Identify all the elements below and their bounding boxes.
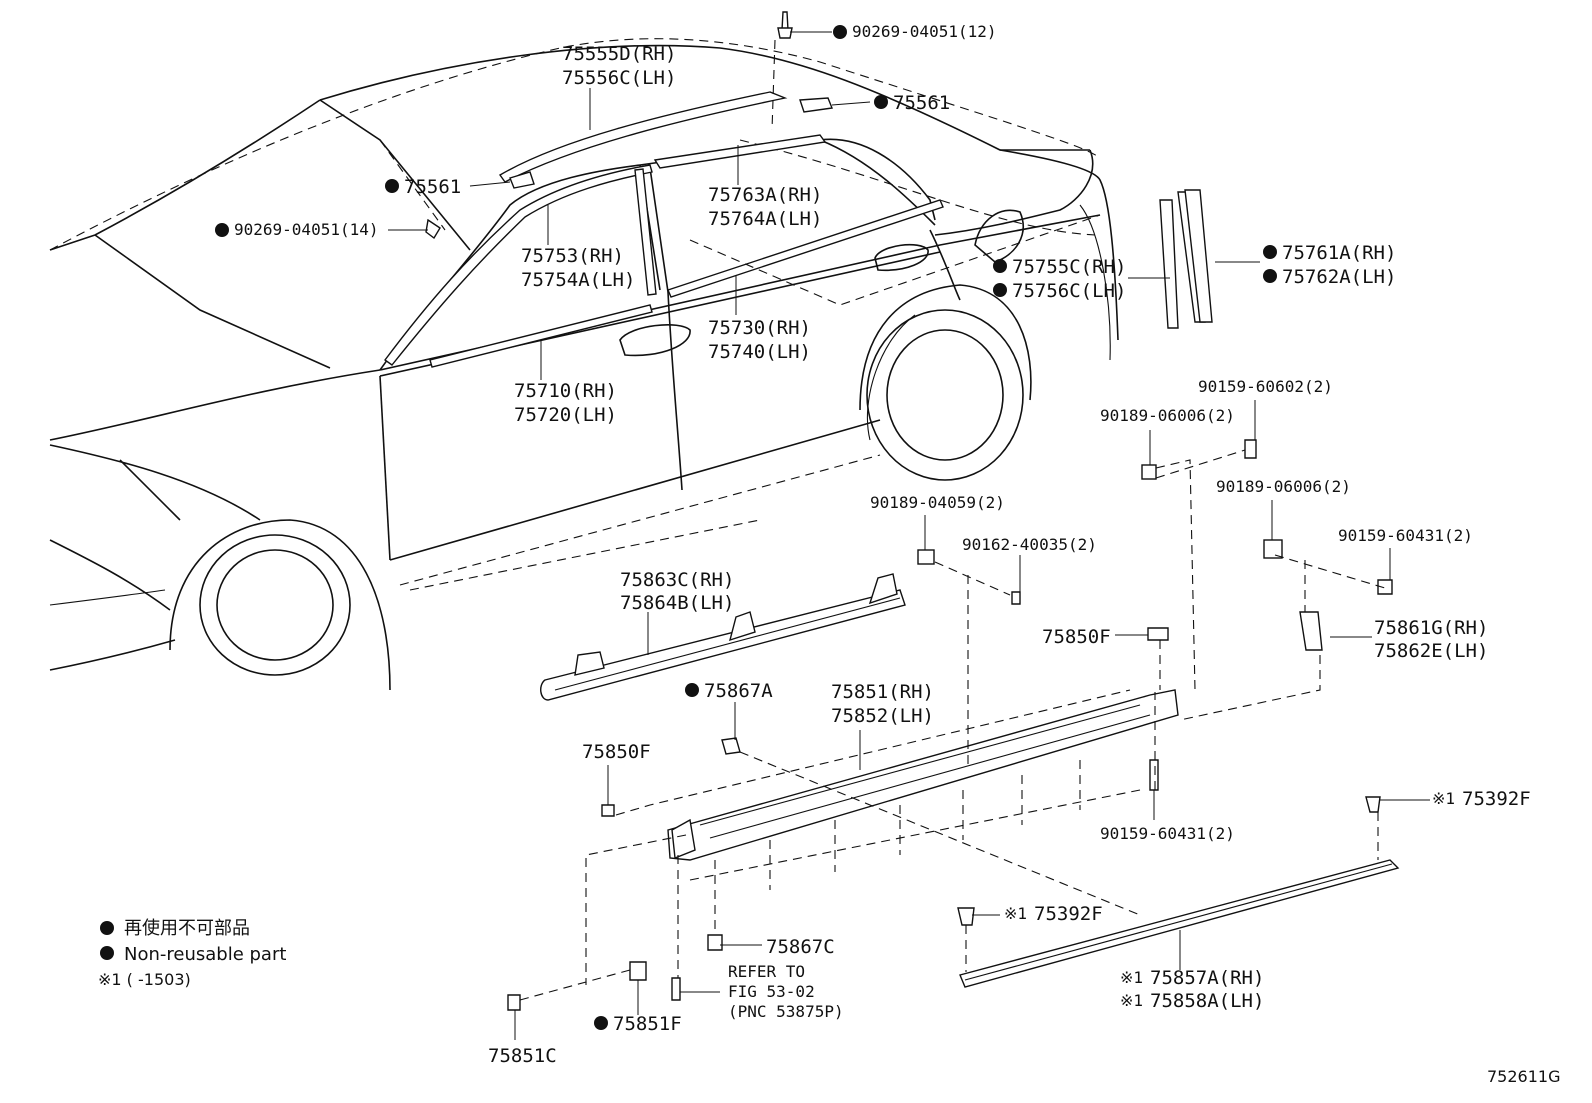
figure-id: 752611G xyxy=(1487,1067,1560,1086)
non-reusable-dot xyxy=(833,25,847,39)
window-frame-moldings xyxy=(384,134,944,368)
label-90159-60431-a: 90159-60431(2) xyxy=(1338,526,1473,545)
note-mark: ※1 xyxy=(1120,968,1143,987)
label-75861G: 75861G(RH) xyxy=(1374,617,1488,639)
non-reusable-dot xyxy=(1263,245,1277,259)
label-75850F-lower: 75850F xyxy=(582,741,651,763)
label-75762A: 75762A(LH) xyxy=(1282,266,1396,288)
rocker-molding-75863C xyxy=(540,573,906,701)
note-mark: ※1 xyxy=(1004,904,1027,923)
label-75857A: 75857A(RH) xyxy=(1150,967,1264,989)
label-75720: 75720(LH) xyxy=(514,404,617,426)
label-90269-04051-12: 90269-04051(12) xyxy=(852,22,997,41)
roof-molding xyxy=(498,91,788,183)
label-75858A: 75858A(LH) xyxy=(1150,990,1264,1012)
label-75556C: 75556C(LH) xyxy=(562,67,676,89)
rocker-lower-molding-75857A xyxy=(959,859,1400,988)
label-75740: 75740(LH) xyxy=(708,341,811,363)
label-75761A: 75761A(RH) xyxy=(1282,242,1396,264)
label-75862E: 75862E(LH) xyxy=(1374,640,1488,662)
label-90159-60602: 90159-60602(2) xyxy=(1198,377,1333,396)
label-75561-front: 75561 xyxy=(404,176,461,198)
rocker-panel-75851 xyxy=(667,689,1179,861)
legend-dot xyxy=(100,946,114,960)
non-reusable-dot xyxy=(993,259,1007,273)
label-90159-60431-b: 90159-60431(2) xyxy=(1100,824,1235,843)
non-reusable-dot xyxy=(993,283,1007,297)
label-75392F-left: 75392F xyxy=(1034,903,1103,925)
label-75851: 75851(RH) xyxy=(831,681,934,703)
label-75555D: 75555D(RH) xyxy=(562,43,676,65)
label-90189-06006-a: 90189-06006(2) xyxy=(1100,406,1235,425)
non-reusable-dot xyxy=(685,683,699,697)
label-75561-rear: 75561 xyxy=(893,92,950,114)
legend-note: ※1 ( -1503) xyxy=(98,970,191,989)
legend-english: Non-reusable part xyxy=(124,944,286,965)
label-75863C: 75863C(RH) xyxy=(620,569,734,591)
label-75867A: 75867A xyxy=(704,680,773,702)
label-75730: 75730(RH) xyxy=(708,317,811,339)
clip-75561-front xyxy=(509,171,535,189)
car-body-illustration xyxy=(49,38,1119,691)
label-75392F-right: 75392F xyxy=(1462,788,1531,810)
label-90189-06006-b: 90189-06006(2) xyxy=(1216,477,1351,496)
callout-labels: 90269-04051(12) 75555D(RH) 75556C(LH) 75… xyxy=(215,22,1531,1067)
non-reusable-dot xyxy=(1263,269,1277,283)
note-mark: ※1 xyxy=(1120,991,1143,1010)
refer-line-3: (PNC 53875P) xyxy=(728,1002,844,1021)
label-75756C: 75756C(LH) xyxy=(1012,280,1126,302)
fastener-set xyxy=(507,439,1393,1011)
label-90269-04051-14: 90269-04051(14) xyxy=(234,220,379,239)
label-75754A: 75754A(LH) xyxy=(521,269,635,291)
label-75755C: 75755C(RH) xyxy=(1012,256,1126,278)
clip-75561-rear xyxy=(799,97,833,113)
refer-line-2: FIG 53-02 xyxy=(728,982,815,1001)
legend-japanese: 再使用不可部品 xyxy=(124,918,250,939)
non-reusable-dot xyxy=(874,95,888,109)
refer-line-1: REFER TO xyxy=(728,962,805,981)
non-reusable-dot xyxy=(385,179,399,193)
label-90189-04059: 90189-04059(2) xyxy=(870,493,1005,512)
clip-90269-04051-top xyxy=(777,11,793,39)
non-reusable-dot xyxy=(215,223,229,237)
legend-dot xyxy=(100,921,114,935)
legend: 再使用不可部品 Non-reusable part ※1 ( -1503) xyxy=(98,918,286,989)
label-75851F: 75851F xyxy=(613,1013,682,1035)
non-reusable-dot xyxy=(594,1016,608,1030)
assembly-lines xyxy=(379,39,1386,1001)
label-75753: 75753(RH) xyxy=(521,245,624,267)
label-75864B: 75864B(LH) xyxy=(620,592,734,614)
label-75763A: 75763A(RH) xyxy=(708,184,822,206)
label-75867C: 75867C xyxy=(766,936,835,958)
label-75710: 75710(RH) xyxy=(514,380,617,402)
label-90162-40035: 90162-40035(2) xyxy=(962,535,1097,554)
leader-lines xyxy=(388,31,1430,1040)
note-mark: ※1 xyxy=(1432,789,1455,808)
label-75850F-upper: 75850F xyxy=(1042,626,1111,648)
label-75852: 75852(LH) xyxy=(831,705,934,727)
label-75764A: 75764A(LH) xyxy=(708,208,822,230)
clip-90269-04051-front xyxy=(425,218,441,240)
quarter-garnish-75761A xyxy=(1159,189,1213,329)
label-75851C: 75851C xyxy=(488,1045,557,1067)
